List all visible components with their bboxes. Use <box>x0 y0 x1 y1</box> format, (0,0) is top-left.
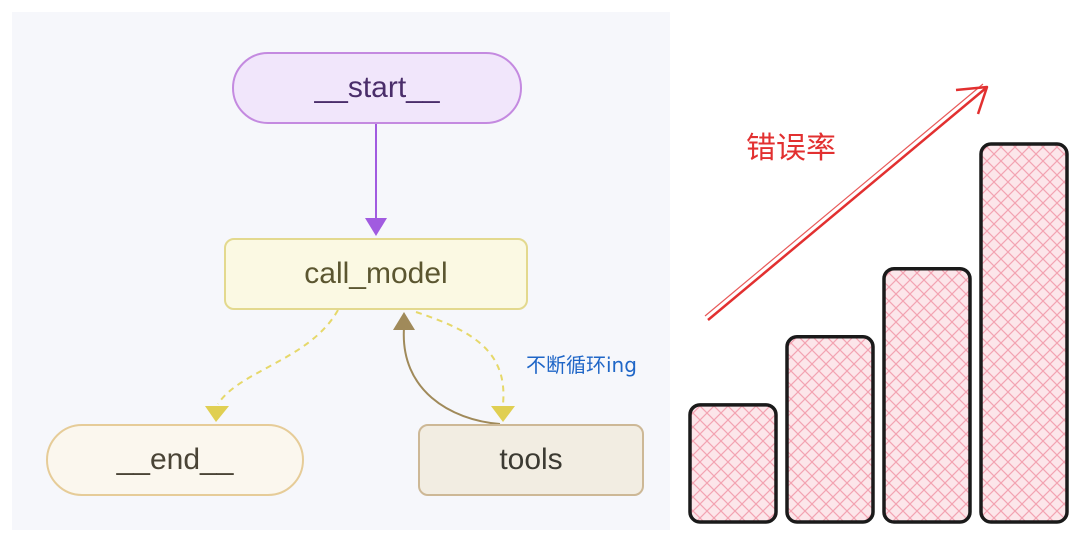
bar-4 <box>979 142 1069 524</box>
edge-tools-to-call-model <box>393 312 501 425</box>
bars-group <box>688 142 1069 524</box>
node-end-label: __end__ <box>116 443 234 476</box>
node-start-label: __start__ <box>314 71 440 104</box>
edge-call-model-to-tools <box>415 311 515 422</box>
error-rate-label: 错误率 <box>746 131 836 166</box>
node-end[interactable]: __end__ <box>46 424 304 496</box>
edge-call-model-to-end <box>205 309 339 422</box>
loop-annotation: 不断循环ing <box>526 353 637 377</box>
trend-arrow <box>704 83 989 321</box>
node-start[interactable]: __start__ <box>232 52 522 124</box>
node-call-model-label: call_model <box>304 257 448 290</box>
bar-3 <box>882 266 972 524</box>
node-tools-label: tools <box>499 443 563 476</box>
edge-start-to-call-model <box>365 124 387 236</box>
node-tools[interactable]: tools <box>418 424 644 496</box>
bar-2 <box>785 335 875 524</box>
bar-1 <box>688 403 778 524</box>
node-call-model[interactable]: call_model <box>224 238 528 310</box>
